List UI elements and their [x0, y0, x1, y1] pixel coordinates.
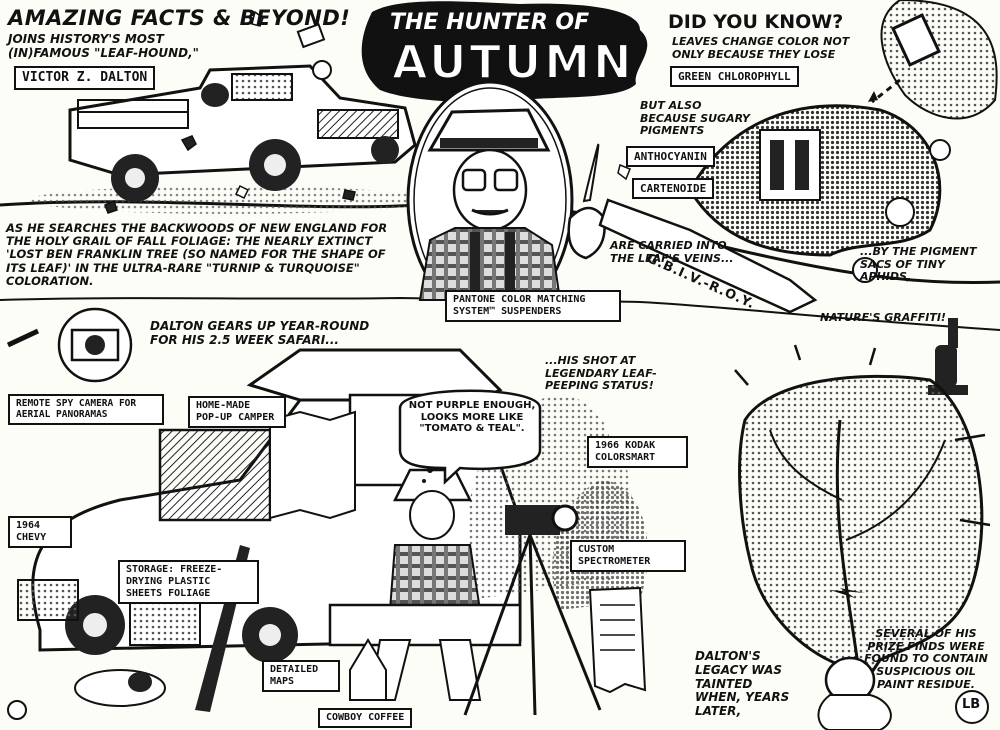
coffee-label: COWBOY COFFEE	[318, 708, 413, 728]
pigment-ribbon	[598, 198, 818, 314]
speech-bubble-shape	[398, 389, 542, 485]
legacy-caption: DALTON'S LEGACY WAS TAINTED WHEN, YEARS …	[695, 649, 790, 719]
spectrometer-printout	[588, 586, 647, 694]
kodak-label: 1966 KODAK COLORSMART	[587, 436, 688, 468]
camper-label: HOME-MADE POP-UP CAMPER	[188, 396, 286, 428]
hunter-portrait	[406, 80, 574, 320]
aphids-text: ...BY THE PIGMENT SACS OF TINY APHIDS,	[860, 245, 977, 284]
title-line-1: THE HUNTER OF	[390, 10, 590, 35]
microscope-drawing	[928, 318, 968, 395]
name-label: VICTOR Z. DALTON	[14, 66, 156, 90]
signature: LB	[962, 697, 981, 712]
carried-text: ARE CARRIED INTO THE LEAF'S VEINS...	[610, 239, 734, 265]
coffee-pot	[349, 638, 387, 701]
spectrometer-label: CUSTOM SPECTROMETER	[570, 540, 686, 572]
cartenoide-label: CARTENOIDE	[632, 178, 715, 200]
spy-camera-drawing	[6, 307, 133, 383]
his-shot-caption: ...HIS SHOT AT LEGENDARY LEAF-PEEPING ST…	[545, 354, 657, 393]
signature-circle	[955, 690, 989, 724]
corner-leaf	[880, 0, 998, 120]
falling-leaves	[104, 10, 631, 214]
prize-caption: SEVERAL OF HIS PRIZE FINDS WERE FOUND TO…	[864, 627, 988, 691]
maps-label: DETAILED MAPS	[262, 660, 340, 692]
storage-label: STORAGE: FREEZE-DRYING PLASTIC SHEETS FO…	[118, 560, 259, 604]
graffiti-text: NATURE'S GRAFFITI!	[820, 311, 946, 324]
anthocyanin-label: ANTHOCYANIN	[626, 146, 715, 168]
speech-bubble-text: NOT PURPLE ENOUGH, LOOKS MORE LIKE "TOMA…	[408, 400, 536, 434]
middle-divider	[0, 296, 1000, 331]
searches-caption: AS HE SEARCHES THE BACKWOODS OF NEW ENGL…	[6, 221, 388, 288]
tripod-camera	[463, 504, 602, 716]
intro-caption: JOINS HISTORY'S MOST (IN)FAMOUS "LEAF-HO…	[8, 32, 199, 60]
hand-with-leaf	[567, 143, 606, 260]
did-you-know-text: LEAVES CHANGE COLOR NOT ONLY BECAUSE THE…	[672, 35, 850, 61]
pickup-truck-drawing	[30, 23, 430, 214]
suspenders-label: PANTONE COLOR MATCHING SYSTEM™ SUSPENDER…	[445, 290, 621, 322]
spy-camera-label: REMOTE SPY CAMERA FOR AERIAL PANORAMAS	[8, 394, 164, 425]
gears-up-caption: DALTON GEARS UP YEAR-ROUND FOR HIS 2.5 W…	[150, 319, 370, 347]
did-you-know-heading: DID YOU KNOW?	[668, 11, 844, 33]
title-splat	[361, 1, 648, 102]
aphid-bark-illustration	[688, 104, 951, 283]
title-line-2: AUTUMN	[391, 35, 635, 90]
page-marker	[7, 700, 27, 720]
chevy-label: 1964 CHEVY	[8, 516, 72, 548]
but-also-text: BUT ALSO BECAUSE SUGARY PIGMENTS	[640, 99, 751, 138]
chlorophyll-label: GREEN CHLOROPHYLL	[670, 66, 799, 88]
kicker-heading: AMAZING FACTS & BEYOND!	[8, 6, 351, 30]
emphasis-lines	[734, 344, 991, 527]
